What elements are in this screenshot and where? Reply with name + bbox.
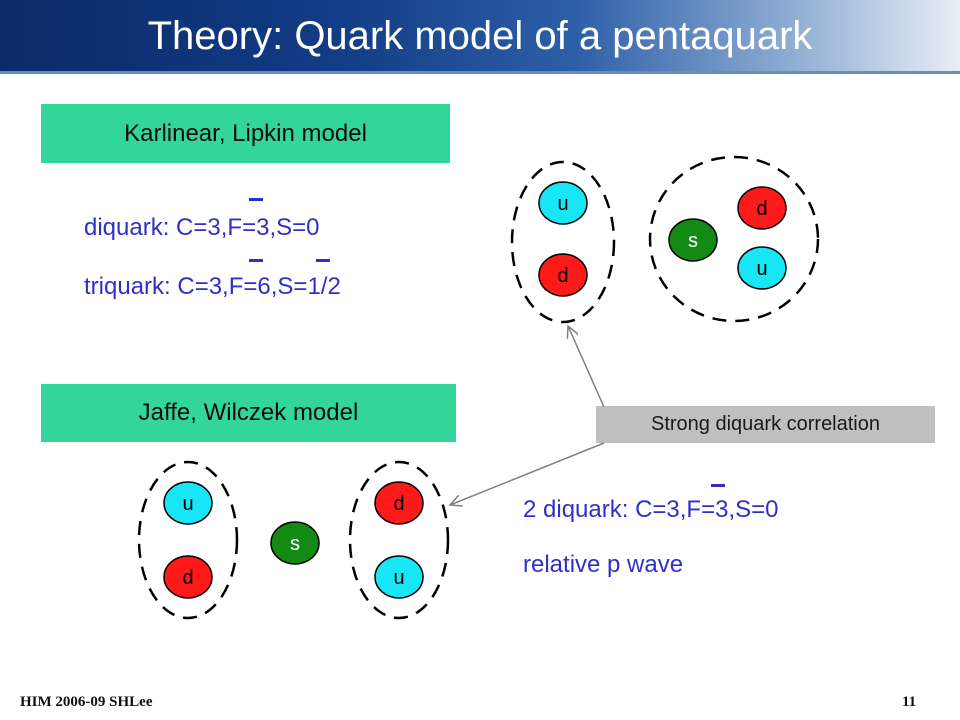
jaffe-wilczek-label: Jaffe, Wilczek model bbox=[41, 384, 456, 442]
anti-bar-triquark-f bbox=[316, 259, 330, 262]
jw-right-diquark-ellipse bbox=[348, 460, 450, 620]
kl-d-label: d bbox=[557, 265, 568, 287]
jw-wave-line: relative p wave bbox=[523, 551, 684, 578]
page-number: 11 bbox=[902, 694, 917, 710]
jw-right-u-quark bbox=[374, 555, 424, 599]
footer-left: HIM 2006-09 SHLee bbox=[20, 694, 153, 710]
jw-left-u-quark bbox=[163, 481, 213, 525]
kl-triquark-s-label: s bbox=[688, 230, 698, 252]
arrow-to-jw-diquark bbox=[450, 442, 605, 505]
jw-s-label: s bbox=[290, 533, 300, 555]
kl-d-quark bbox=[538, 253, 588, 297]
arrow-to-kl-diquark bbox=[568, 326, 605, 408]
jw-right-d-quark bbox=[374, 481, 424, 525]
kl-triquark-d bbox=[737, 186, 787, 230]
strong-diquark-correlation-label: Strong diquark correlation bbox=[596, 406, 935, 443]
karliner-lipkin-label: Karlinear, Lipkin model bbox=[41, 104, 450, 163]
anti-bar-diquark-c bbox=[249, 198, 263, 201]
jw-s-quark bbox=[270, 521, 320, 565]
title-bar bbox=[0, 0, 960, 74]
jw-right-d-label: d bbox=[393, 493, 404, 515]
jw-left-u-label: u bbox=[182, 493, 193, 515]
kl-triquark-u bbox=[737, 246, 787, 290]
kl-triquark-d-label: d bbox=[756, 198, 767, 220]
kl-u-label: u bbox=[557, 193, 568, 215]
kl-u-quark bbox=[538, 181, 588, 225]
kl-diquark-line: diquark: C=3,F=3,S=0 bbox=[84, 214, 320, 241]
kl-triquark-line: triquark: C=3,F=6,S=1/2 bbox=[84, 273, 341, 300]
jw-left-diquark-ellipse bbox=[137, 460, 239, 620]
anti-bar-2diquark-c bbox=[711, 484, 725, 487]
jw-left-d-label: d bbox=[182, 567, 193, 589]
jw-diquark-line: 2 diquark: C=3,F=3,S=0 bbox=[523, 496, 779, 523]
kl-triquark-u-label: u bbox=[756, 258, 767, 280]
kl-triquark-ellipse bbox=[648, 155, 820, 323]
anti-bar-triquark-c bbox=[249, 259, 263, 262]
jw-right-u-label: u bbox=[393, 567, 404, 589]
kl-diquark-ellipse bbox=[510, 160, 616, 324]
kl-triquark-s bbox=[668, 218, 718, 262]
slide-title: Theory: Quark model of a pentaquark bbox=[147, 14, 813, 58]
jw-left-d-quark bbox=[163, 555, 213, 599]
